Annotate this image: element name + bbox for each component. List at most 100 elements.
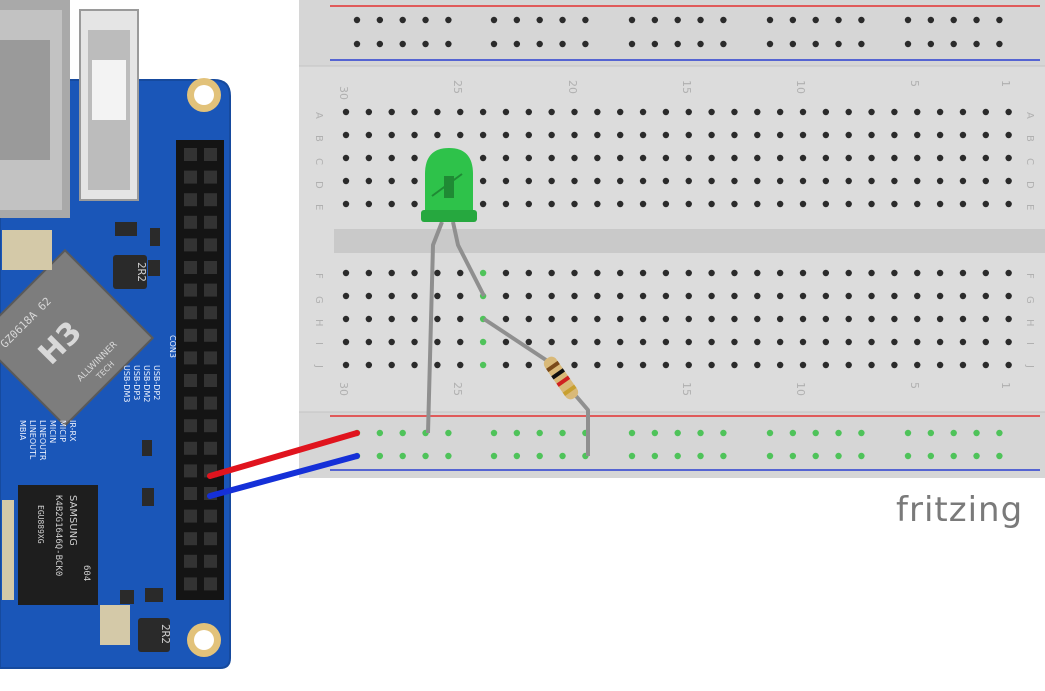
gpio-header	[176, 140, 224, 600]
breadboard-hole	[639, 108, 647, 116]
center-channel	[334, 229, 1045, 253]
breadboard-hole	[548, 177, 555, 185]
rail-hole	[399, 16, 406, 24]
smd-part	[115, 222, 137, 236]
gpio-pin	[204, 148, 217, 161]
rail-hole	[950, 16, 957, 24]
breadboard-hole	[411, 361, 418, 369]
rail-hole	[353, 16, 361, 24]
breadboard-hole	[731, 269, 738, 277]
inductor	[138, 618, 170, 652]
breadboard-hole	[799, 292, 807, 300]
breadboard-hole	[502, 269, 510, 277]
breadboard-hole	[936, 131, 944, 139]
rail-hole	[835, 40, 842, 48]
breadboard-hole	[959, 177, 967, 185]
breadboard-hole	[365, 131, 373, 139]
breadboard-hole	[525, 315, 532, 323]
breadboard-hole	[845, 177, 852, 185]
breadboard-hole	[479, 200, 487, 208]
breadboard-hole	[982, 200, 989, 208]
breadboard-hole	[411, 131, 418, 139]
breadboard-hole	[891, 292, 898, 300]
rail-hole	[996, 429, 1003, 437]
ram-lot: EGU889XG	[36, 505, 45, 544]
column-number: 30	[337, 86, 350, 100]
breadboard-hole	[411, 269, 418, 277]
row-letter: B	[1024, 135, 1035, 142]
breadboard-hole	[914, 338, 921, 346]
rail-hole	[904, 452, 912, 460]
breadboard-hole	[525, 200, 532, 208]
breadboard-hole	[799, 108, 807, 116]
breadboard-hole	[342, 154, 350, 162]
rail-hole	[559, 40, 566, 48]
breadboard-hole	[457, 131, 464, 139]
ethernet-port	[0, 40, 50, 160]
gpio-pin	[204, 396, 217, 410]
breadboard-hole	[754, 200, 761, 208]
breadboard-hole	[639, 200, 647, 208]
breadboard-hole	[571, 338, 578, 346]
breadboard-hole	[365, 292, 373, 300]
rail-hole	[399, 452, 406, 460]
smd-part	[2, 230, 52, 270]
gpio-pin	[184, 419, 197, 433]
gpio-pin	[184, 193, 197, 207]
breadboard-hole	[754, 177, 761, 185]
breadboard-hole	[617, 315, 624, 323]
rail-hole	[445, 452, 452, 460]
breadboard-hole	[1005, 200, 1012, 208]
rail-hole	[651, 452, 659, 460]
row-letter: I	[313, 342, 324, 345]
breadboard-hole	[365, 200, 373, 208]
rail-hole	[835, 452, 842, 460]
breadboard-hole	[479, 269, 487, 277]
breadboard-hole	[548, 269, 555, 277]
column-number: 1	[999, 80, 1012, 87]
gpio-pin	[204, 306, 217, 320]
breadboard-hole	[502, 108, 510, 116]
gpio-pin	[204, 577, 217, 591]
breadboard-hole	[776, 200, 784, 208]
breadboard-hole	[639, 361, 647, 369]
breadboard-hole	[617, 200, 624, 208]
gpio-pin	[204, 554, 217, 568]
row-letter: G	[313, 296, 324, 304]
breadboard-hole	[502, 292, 510, 300]
breadboard-hole	[479, 154, 487, 162]
breadboard-hole	[754, 269, 761, 277]
breadboard-hole	[639, 269, 647, 277]
smd-part	[145, 588, 163, 602]
breadboard-hole	[411, 338, 418, 346]
breadboard-hole	[662, 338, 670, 346]
breadboard-hole	[639, 292, 647, 300]
breadboard-hole	[639, 315, 647, 323]
breadboard-hole	[731, 131, 738, 139]
rail-hole	[927, 429, 935, 437]
rail-hole	[490, 452, 498, 460]
rail-hole	[697, 16, 704, 24]
bottom-power-rail	[299, 412, 1045, 478]
breadboard-hole	[342, 131, 350, 139]
breadboard-hole	[594, 361, 601, 369]
breadboard-hole	[868, 108, 875, 116]
breadboard-hole	[457, 315, 464, 323]
breadboard-hole	[457, 269, 464, 277]
rail-hole	[490, 40, 498, 48]
breadboard-hole	[525, 108, 532, 116]
breadboard-hole	[662, 292, 670, 300]
breadboard-hole	[548, 108, 555, 116]
breadboard-hole	[685, 338, 692, 346]
breadboard-hole	[388, 269, 395, 277]
rail-hole	[513, 16, 521, 24]
rail-hole	[858, 452, 865, 460]
rail-hole	[376, 452, 384, 460]
breadboard-hole	[434, 269, 441, 277]
breadboard-hole	[571, 269, 578, 277]
ram-chip	[18, 485, 98, 605]
breadboard-hole	[411, 200, 418, 208]
breadboard-hole	[845, 269, 852, 277]
row-letter: C	[1024, 158, 1035, 165]
breadboard-hole	[639, 131, 647, 139]
